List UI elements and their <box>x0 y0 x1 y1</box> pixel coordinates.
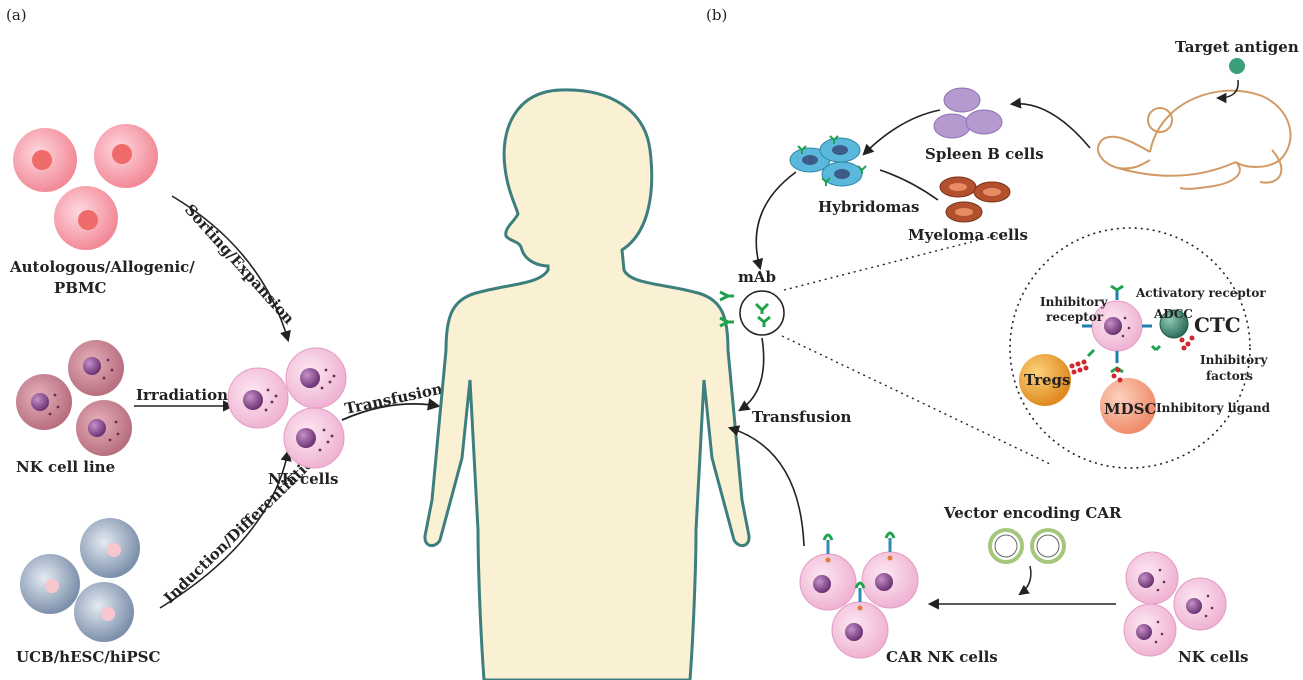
target-antigen-label: Target antigen <box>1175 38 1299 56</box>
myeloma-cells <box>939 176 1011 223</box>
hybridomas-label: Hybridomas <box>818 198 920 216</box>
arrow-irradiation-label: Irradiation <box>136 386 228 404</box>
pbmc-cells <box>13 124 158 250</box>
spleen-b-label: Spleen B cells <box>925 145 1044 163</box>
nk-cell-line-cells <box>16 340 132 456</box>
myeloma-label: Myeloma cells <box>908 226 1028 244</box>
line-myeloma-to-hybridoma <box>879 169 939 201</box>
nk-cells-right-label: NK cells <box>1178 648 1249 666</box>
inhibitory-receptor-label-2: receptor <box>1046 310 1104 324</box>
inhibitory-factors-label-2: factors <box>1206 369 1253 383</box>
antibody-icons <box>719 290 771 328</box>
ctc-label: CTC <box>1194 313 1241 337</box>
arrow-hybridoma-to-mab <box>752 171 797 271</box>
vector-label: Vector encoding CAR <box>943 504 1122 522</box>
nk-cells-product <box>227 347 347 469</box>
product-label: NK cells <box>268 470 339 488</box>
mouse-icon <box>1097 89 1292 190</box>
tumor-microenvironment-inset <box>1009 227 1251 469</box>
source-pbmc-label-2: PBMC <box>54 279 107 297</box>
arrow-mab-to-body <box>738 337 765 412</box>
source-ucb-label: UCB/hESC/hiPSC <box>16 648 160 666</box>
car-nk-label: CAR NK cells <box>886 648 998 666</box>
car-nk-cells <box>799 531 919 659</box>
transfusion-b-label: Transfusion <box>752 408 852 426</box>
arrow-vector <box>1018 565 1032 596</box>
inset-nk-cell <box>1091 300 1143 352</box>
tregs-label: Tregs <box>1024 371 1070 389</box>
arrow-sorting <box>171 195 291 343</box>
human-body-silhouette <box>423 88 751 680</box>
source-pbmc-label: Autologous/Allogenic/ <box>9 258 195 276</box>
arrow-spleen-to-hybridoma <box>862 109 941 156</box>
arrow-transfusion-a-label: Transfusion <box>343 380 444 418</box>
zoom-line-bottom <box>781 335 1051 465</box>
arrow-car-to-body <box>727 425 805 547</box>
hybridomas-cells <box>789 135 867 187</box>
mab-label: mAb <box>738 268 776 286</box>
inhibitory-factors-label-1: Inhibitory <box>1200 353 1268 367</box>
arrow-transfusion-a <box>341 398 441 421</box>
inhibitory-ligand-label: Inhibitory ligand <box>1156 401 1271 415</box>
target-antigen-icon <box>1229 58 1245 74</box>
arrow-sorting-label: Sorting/Expansion <box>181 201 298 328</box>
mdsc-cell <box>1100 378 1156 434</box>
nk-cells-right <box>1123 551 1227 657</box>
activatory-receptor-label: Activatory receptor <box>1135 286 1266 300</box>
arrow-antigen-to-mouse <box>1215 79 1239 104</box>
ctc-cell <box>1159 309 1189 339</box>
vector-plasmid-icons <box>988 528 1066 564</box>
inhibitory-receptor-label-1: Inhibitory <box>1040 295 1108 309</box>
adcc-label: ADCC <box>1153 307 1193 321</box>
inhibitory-factor-dots <box>1069 335 1195 383</box>
panel-label-a: (a) <box>6 6 27 24</box>
spleen-b-cells <box>933 87 1003 139</box>
panel-label-b: (b) <box>706 6 727 24</box>
zoom-line-top <box>783 231 1011 291</box>
mdsc-label: MDSC <box>1104 400 1156 418</box>
source-line-label: NK cell line <box>16 458 115 476</box>
stem-cells <box>20 518 140 642</box>
arrow-induction <box>159 449 292 609</box>
tregs-cell <box>1019 354 1071 406</box>
arrow-mouse-to-spleen <box>1009 97 1091 149</box>
